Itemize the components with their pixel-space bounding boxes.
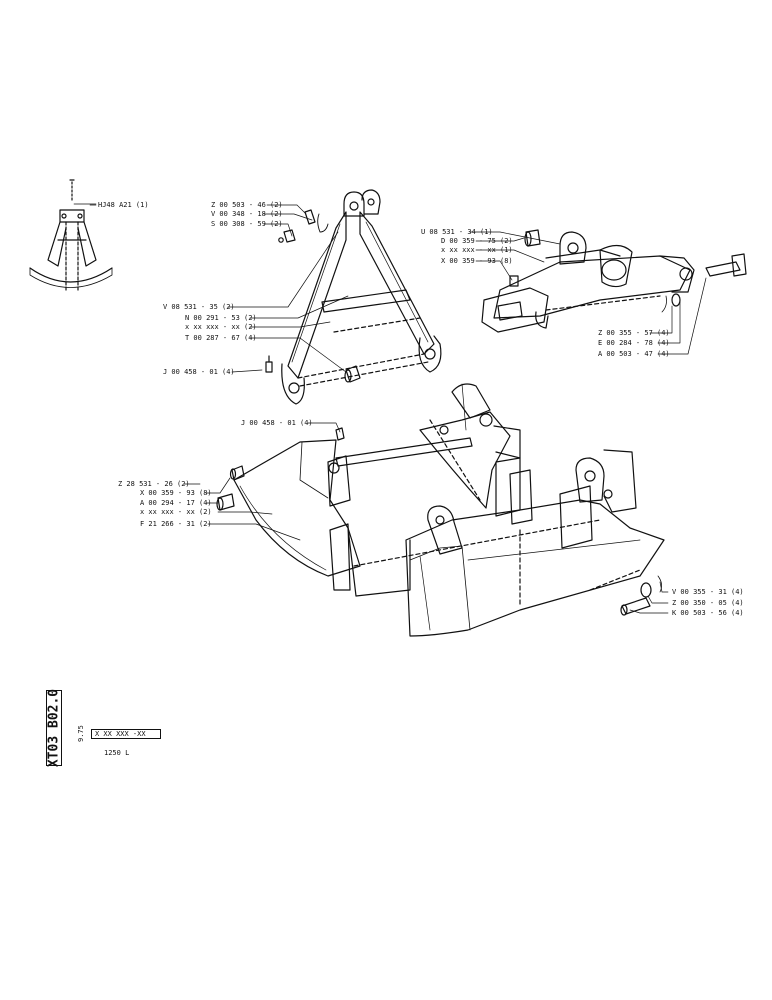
label-t-00-287-67: T 00 287 - 67 (4) xyxy=(185,334,257,342)
label-e-00-284-78: E 00 284 - 78 (4) xyxy=(598,339,670,347)
clamshell-thumbnail xyxy=(29,179,113,291)
leader-lines xyxy=(89,204,707,614)
label-k-00-503-56: K 00 503 - 56 (4) xyxy=(672,609,744,617)
label-a-00-503-47: A 00 503 - 47 (4) xyxy=(598,350,670,358)
label-f-21-266-31: F 21 266 - 31 (2) xyxy=(140,520,212,528)
label-s-00-308-59: S 00 308 - 59 (2) xyxy=(211,220,283,228)
model-name: 1250 L xyxy=(104,749,130,757)
reference-box: X XX XXX -XX xyxy=(91,729,161,739)
a-frame-arm xyxy=(265,189,442,405)
label-j-00-458-01-a: J 00 458 - 01 (4) xyxy=(163,368,235,376)
label-d-00-359-75: D 00 359 - 75 (2) xyxy=(441,237,513,245)
label-a-00-294-17: A 00 294 - 17 (4) xyxy=(140,499,212,507)
label-j-00-458-01-b: J 00 458 - 01 (4) xyxy=(241,419,313,427)
label-v-00-348-18: V 00 348 - 18 (2) xyxy=(211,210,283,218)
sheet-code: XT03 B02.0 xyxy=(46,688,62,768)
label-z-00-503-46: Z 00 503 - 46 (2) xyxy=(211,201,283,209)
label-x-xx-a: x xx xxx - xx (2) xyxy=(185,323,257,331)
label-n-00-291-53: N 00 291 - 53 (2) xyxy=(185,314,257,322)
label-z-00-350-05: Z 00 350 - 05 (4) xyxy=(672,599,744,607)
label-z-00-355-57: Z 00 355 - 57 (4) xyxy=(598,329,670,337)
label-x-00-359-93-a: X 00 359 - 93 (8) xyxy=(441,257,513,265)
label-v-00-355-31: V 00 355 - 31 (4) xyxy=(672,588,744,596)
swivel-head xyxy=(481,229,747,333)
clamshell-bucket xyxy=(216,383,665,637)
label-x-xx-b: x xx xxx - xx (1) xyxy=(441,246,513,254)
label-x-00-359-93-b: X 00 359 - 93 (8) xyxy=(140,489,212,497)
label-v-08-531-35: V 08 531 - 35 (2) xyxy=(163,303,235,311)
label-z-28-531-26: Z 28 531 - 26 (2) xyxy=(118,480,190,488)
label-u-08-531-34: U 08 531 - 34 (1) xyxy=(421,228,493,236)
label-top-left: HJ48 A21 (1) xyxy=(98,201,149,209)
sheet-date: 9.75 xyxy=(77,725,85,742)
label-x-xx-c: x xx xxx - xx (2) xyxy=(140,508,212,516)
sheet-code-box: XT03 B02.0 xyxy=(46,688,62,768)
